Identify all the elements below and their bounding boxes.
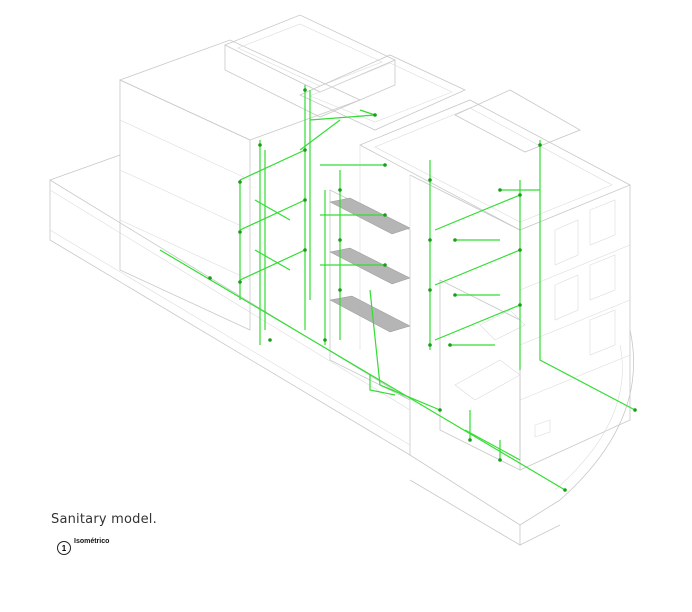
drawing-caption: Sanitary model. <box>51 512 157 527</box>
view-number-badge: 1 <box>57 541 71 555</box>
view-name: Isométrico <box>74 538 110 545</box>
view-tag: 1 Isométrico <box>57 538 109 555</box>
pipe-fittings <box>208 88 637 492</box>
building-outline <box>49 14 634 546</box>
sanitary-pipes <box>159 85 636 491</box>
slab-hatches <box>329 197 411 333</box>
